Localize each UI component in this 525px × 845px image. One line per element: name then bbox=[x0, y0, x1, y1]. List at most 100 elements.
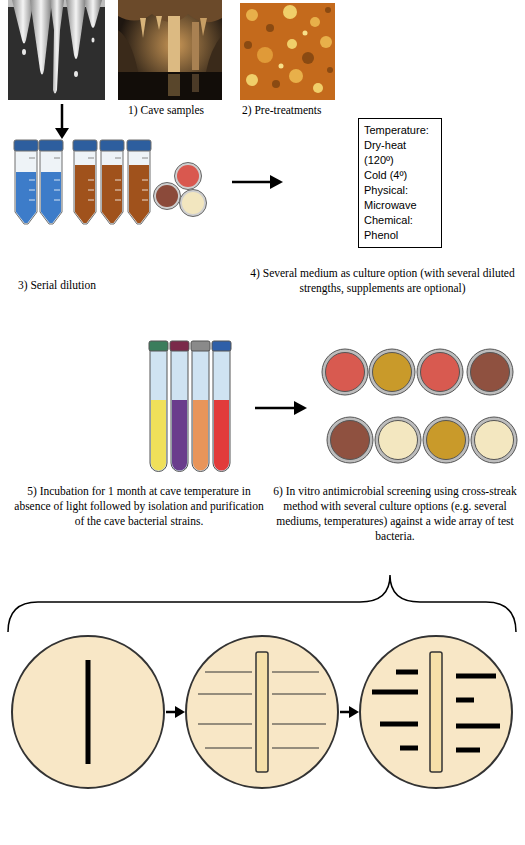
culture-plates bbox=[423, 417, 469, 463]
flow-arrow bbox=[255, 401, 307, 415]
step-caption: 1) Cave samples bbox=[128, 103, 238, 118]
treatment-text: Physical: bbox=[364, 183, 436, 198]
cross-streak-plates bbox=[456, 724, 500, 729]
cross-streak-plates bbox=[12, 636, 164, 788]
cave-photo bbox=[118, 30, 138, 72]
falcon-tubes bbox=[73, 140, 97, 151]
flow-arrow bbox=[55, 128, 69, 139]
cave-photo bbox=[206, 35, 222, 72]
cross-streak-plates bbox=[272, 694, 326, 695]
cross-streak-plates bbox=[372, 690, 418, 695]
culture-tubes bbox=[150, 350, 167, 472]
culture-plates bbox=[471, 417, 517, 463]
culture-tubes bbox=[193, 400, 208, 471]
cross-streak-plates bbox=[198, 694, 252, 695]
falcon-tubes bbox=[15, 150, 37, 224]
step-caption: 3) Serial dilution bbox=[18, 278, 148, 293]
cross-streak-plates bbox=[272, 748, 319, 749]
flow-arrow bbox=[232, 175, 283, 189]
flow-arrow bbox=[61, 104, 64, 130]
culture-tubes bbox=[172, 400, 187, 471]
culture-plates bbox=[375, 417, 421, 463]
microbial-mat-photo bbox=[246, 9, 258, 21]
microbial-mat-photo bbox=[257, 47, 273, 63]
falcon-tubes bbox=[115, 200, 121, 201]
falcon-tubes bbox=[129, 165, 149, 223]
culture-plates bbox=[322, 349, 517, 463]
petri-dishes bbox=[156, 185, 178, 207]
culture-plates bbox=[421, 353, 460, 392]
cave-photo bbox=[118, 0, 222, 100]
culture-tubes bbox=[149, 341, 231, 472]
falcon-tubes bbox=[102, 165, 122, 223]
stalactite-photo bbox=[84, 0, 102, 28]
falcon-tubes bbox=[29, 200, 35, 201]
microbial-mat-photo bbox=[302, 52, 314, 64]
step-caption: 4) Several medium as culture option (wit… bbox=[250, 266, 515, 296]
culture-tubes bbox=[192, 350, 209, 472]
falcon-tubes bbox=[41, 172, 61, 223]
culture-tubes bbox=[151, 400, 166, 471]
microbial-mat-photo bbox=[266, 24, 274, 32]
falcon-tubes bbox=[128, 150, 150, 224]
microbial-mat-photo bbox=[283, 5, 297, 19]
cross-streak-plates bbox=[400, 746, 418, 751]
falcon-tubes bbox=[40, 150, 62, 224]
stalactite-photo bbox=[50, 0, 64, 94]
culture-tubes bbox=[170, 341, 189, 351]
cross-streak-plates bbox=[456, 748, 480, 753]
cross-streak-plates bbox=[175, 706, 185, 718]
petri-dishes bbox=[154, 183, 181, 210]
falcon-tubes bbox=[14, 140, 38, 151]
microbial-mat-photo bbox=[246, 74, 258, 86]
cave-photo bbox=[156, 16, 162, 30]
step-caption: 5) Incubation for 1 month at cave temper… bbox=[14, 484, 264, 529]
microbial-mat-photo bbox=[289, 69, 303, 83]
microbial-mat-photo bbox=[303, 31, 308, 36]
microbial-mat-photo bbox=[310, 17, 320, 27]
culture-plates bbox=[379, 421, 418, 460]
cave-photo bbox=[192, 74, 199, 92]
falcon-tubes bbox=[88, 190, 94, 191]
treatment-text: Temperature: bbox=[364, 123, 436, 138]
microbial-mat-photo bbox=[240, 3, 335, 100]
cross-streak-plates bbox=[205, 748, 252, 749]
cross-streak-plates bbox=[86, 660, 91, 764]
petri-dishes bbox=[154, 163, 207, 217]
culture-tubes bbox=[212, 341, 231, 351]
microbial-mat-photo bbox=[279, 64, 284, 69]
cave-photo bbox=[168, 74, 180, 96]
falcon-tubes bbox=[29, 180, 35, 181]
treatment-text: Dry-heat (120º) bbox=[364, 138, 436, 168]
falcon-tubes bbox=[115, 158, 121, 159]
cross-streak-plates bbox=[256, 652, 268, 772]
stalactite-photo bbox=[22, 49, 26, 55]
microbial-mat-photo bbox=[325, 7, 331, 13]
cross-streak-plates bbox=[272, 724, 326, 725]
falcon-tubes bbox=[74, 150, 96, 224]
cross-streak-plates bbox=[12, 636, 512, 788]
culture-plates bbox=[475, 421, 514, 460]
culture-plates bbox=[471, 353, 510, 392]
falcon-tubes bbox=[88, 200, 94, 201]
culture-plates bbox=[369, 349, 415, 395]
cross-streak-plates bbox=[430, 652, 442, 772]
microbial-mat-photo bbox=[327, 67, 333, 73]
cross-streak-plates bbox=[380, 722, 418, 727]
falcon-tubes bbox=[54, 158, 60, 159]
cross-streak-plates bbox=[205, 672, 252, 673]
culture-tubes bbox=[191, 341, 210, 351]
microbial-mat-photo bbox=[244, 41, 252, 49]
microbial-mat-photo bbox=[272, 80, 280, 88]
cross-streak-plates bbox=[198, 724, 252, 725]
cave-photo bbox=[192, 22, 199, 70]
culture-tubes bbox=[171, 350, 188, 472]
stalactite-photo bbox=[74, 71, 78, 77]
treatment-box: Temperature:Dry-heat (120º)Cold (4º)Phys… bbox=[358, 118, 442, 248]
culture-plates bbox=[327, 417, 373, 463]
culture-plates bbox=[417, 349, 463, 395]
microbial-mat-photo bbox=[313, 83, 323, 93]
microbial-mat-photo bbox=[320, 36, 332, 48]
